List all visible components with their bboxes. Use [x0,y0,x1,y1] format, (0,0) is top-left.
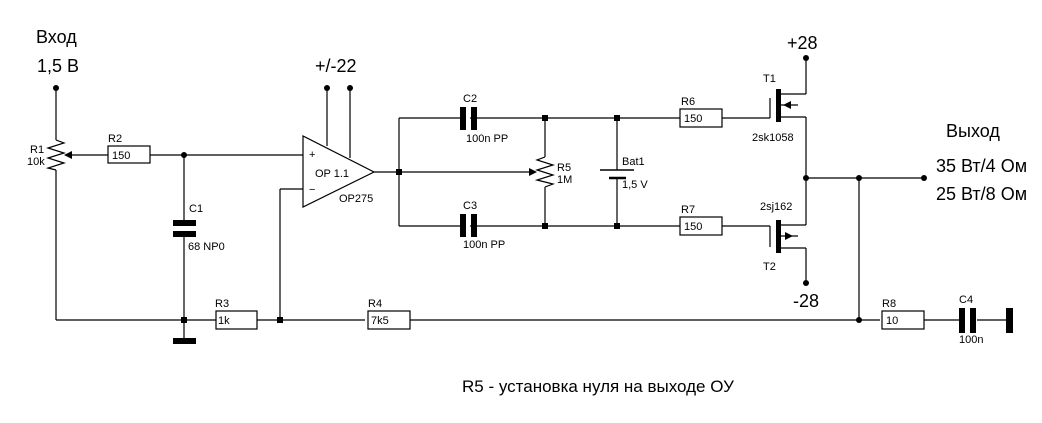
supply-terminal [324,85,330,91]
junction [803,175,809,181]
r3-ref: R3 [215,298,229,310]
output-power-4ohm: 35 Вт/4 Ом [936,156,1027,176]
opamp-supply-label: +/-22 [315,56,357,76]
supply-terminal-positive [803,55,809,61]
ground-symbol [1006,308,1013,333]
junctions [53,55,927,323]
r7-ref: R7 [681,204,695,216]
r1-value: 10k [27,156,45,168]
r7-value: 150 [684,221,702,233]
r3-value: 1k [218,315,230,327]
arrow-icon [783,101,791,109]
output-title: Выход [946,121,1000,141]
junction [181,317,187,323]
r6-value: 150 [684,113,702,125]
r4-value: 7k5 [371,315,389,327]
opamp-minus: − [309,184,315,196]
c3-value: 100n PP [463,239,505,251]
resistor-r3: R3 1k [215,298,258,330]
t2-part: 2sj162 [760,201,792,213]
positive-supply-label: +28 [787,33,818,53]
input-terminal [53,85,59,91]
junction [614,115,620,121]
resistor-r6: R6 150 [679,96,723,128]
c1-value: 68 NP0 [188,241,225,253]
r5-value: 1M [557,174,572,186]
junction [856,175,862,181]
arrow-icon [785,232,793,240]
r1-ref: R1 [30,144,44,156]
resistor-r1: R1 10k [27,139,72,171]
output-terminal [921,175,927,181]
t1-ref: T1 [763,73,776,85]
opamp: + − OP 1.1 OP275 [302,135,376,208]
capacitor-c3: C3 100n PP [460,200,505,251]
junction [181,152,187,158]
input-level: 1,5 В [37,56,79,76]
c4-ref: C4 [959,294,973,306]
opamp-plus: + [309,149,315,161]
r8-value: 10 [886,315,898,327]
capacitor-c2: C2 100n PP [460,93,508,145]
junction [542,115,548,121]
junction [542,223,548,229]
junction [614,223,620,229]
r4-ref: R4 [368,298,382,310]
c2-ref: C2 [463,93,477,105]
negative-supply-label: -28 [793,291,819,311]
capacitor-c1: C1 68 NP0 [173,203,225,253]
footnote: R5 - установка нуля на выходе ОУ [462,377,734,396]
resistor-r8: R8 10 [881,298,925,330]
junction [396,169,402,175]
opamp-ref: OP 1.1 [315,168,349,180]
r6-ref: R6 [681,96,695,108]
c2-value: 100n PP [466,133,508,145]
wiper-arrow-icon [64,151,72,159]
junction [277,317,283,323]
bat1-ref: Bat1 [622,156,645,168]
wires [55,58,1008,338]
resistor-r4: R4 7k5 [367,298,411,330]
t1-part: 2sk1058 [752,132,794,144]
c1-ref: C1 [189,203,203,215]
r8-ref: R8 [882,298,896,310]
resistor-r5: R5 1M [529,156,572,188]
t2-ref: T2 [763,261,776,273]
c4-value: 100n [959,334,983,346]
capacitor-c4: C4 100n [959,294,983,346]
r5-ref: R5 [557,162,571,174]
supply-terminal-negative [803,280,809,286]
battery-bat1: Bat1 1,5 V [600,156,648,191]
wiper-arrow-icon [529,168,537,176]
resistor-r2: R2 150 [107,133,151,164]
ground-symbol [173,338,196,344]
transistor-t1: T1 2sk1058 [752,73,798,144]
supply-terminal [347,85,353,91]
r2-value: 150 [112,150,130,162]
transistor-t2: 2sj162 T2 [760,201,798,273]
c3-ref: C3 [463,200,477,212]
input-title: Вход [36,27,77,47]
r2-ref: R2 [108,133,122,145]
bat1-value: 1,5 V [622,179,648,191]
output-power-8ohm: 25 Вт/8 Ом [936,184,1027,204]
resistor-r7: R7 150 [679,204,723,236]
opamp-part: OP275 [339,193,373,205]
junction [856,317,862,323]
